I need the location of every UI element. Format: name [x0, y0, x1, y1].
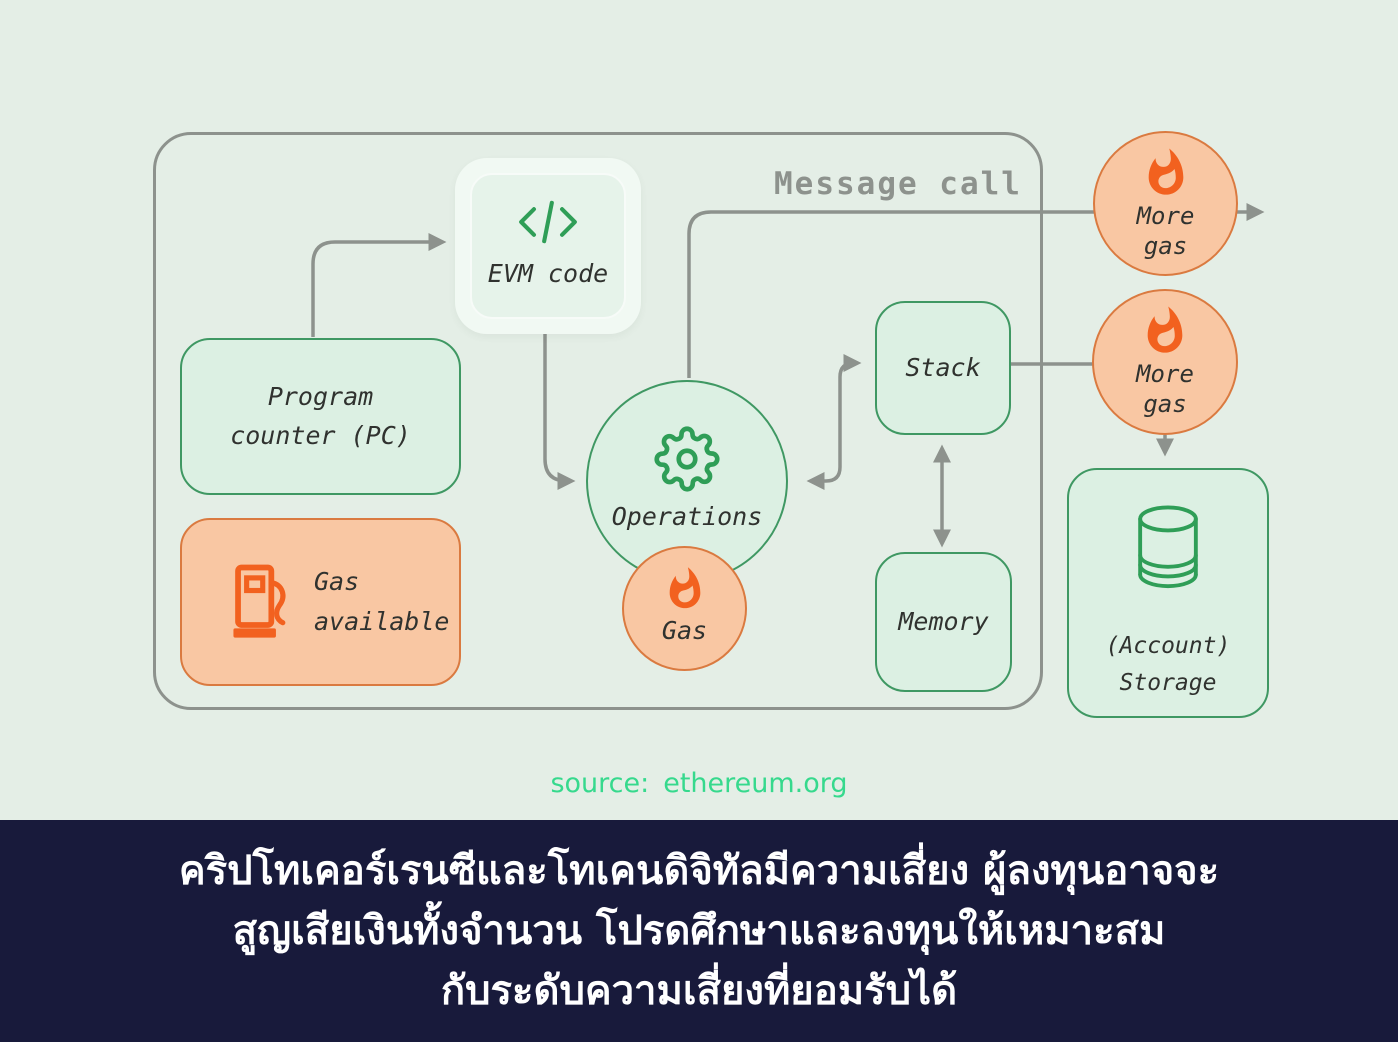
disclaimer-line-3: กับระดับความเสี่ยงที่ยอมรับได้ — [440, 968, 958, 1014]
memory-label: Memory — [898, 606, 989, 636]
disclaimer-line-2: สูญเสียเงินทั้งจำนวน โปรดศึกษาและลงทุนให… — [232, 908, 1166, 954]
more-gas-mid-label: More gas — [1136, 360, 1194, 418]
flame-icon — [1148, 147, 1183, 195]
memory-node: Memory — [875, 552, 1012, 692]
gas-available-node: Gas available — [180, 518, 461, 686]
source-caption: source: ethereum.org — [0, 768, 1398, 799]
gas-pump-icon — [233, 564, 286, 638]
evm-code-node: EVM code — [455, 158, 641, 334]
arrow-operations-stack-bidirectional — [806, 353, 862, 491]
flame-icon — [1147, 306, 1183, 353]
disclaimer-footer: คริปโทเคอร์เรนซีและโทเคนดิจิทัลมีความเสี… — [0, 820, 1398, 1042]
gas-pump-base — [233, 628, 276, 638]
database-icon — [1138, 505, 1198, 589]
program-counter-node: Program counter (PC) — [180, 338, 461, 495]
arrow-pc-to-evmcode — [311, 232, 447, 337]
message-call-container — [153, 132, 1043, 710]
gas-node: Gas — [622, 546, 747, 671]
account-storage-label: (Account) Storage — [1105, 633, 1231, 696]
account-storage-node: (Account) Storage — [1067, 468, 1269, 718]
more-gas-top-label: More gas — [1136, 201, 1195, 260]
code-icon — [519, 200, 577, 243]
source-site: ethereum.org — [663, 768, 848, 799]
program-counter-label: Program counter (PC) — [230, 381, 411, 450]
stack-node: Stack — [875, 301, 1011, 435]
gear-icon — [654, 426, 720, 492]
evm-code-label: EVM code — [487, 258, 609, 288]
more-gas-top-node: More gas — [1093, 131, 1238, 276]
more-gas-mid-node: More gas — [1092, 289, 1238, 435]
operations-label: Operations — [611, 501, 763, 531]
arrow-evmcode-to-operations — [543, 334, 576, 491]
arrow-operations-to-moregas-exit — [687, 202, 1265, 378]
gas-label: Gas — [661, 616, 708, 646]
gas-available-label: Gas available — [314, 567, 450, 636]
flame-icon — [669, 567, 700, 609]
disclaimer-line-1: คริปโทเคอร์เรนซีและโทเคนดิจิทัลมีความเสี… — [178, 848, 1220, 894]
source-label: source: — [550, 768, 650, 799]
message-call-label: Message call — [774, 166, 1022, 202]
evm-code-inner-panel: EVM code — [470, 173, 626, 319]
stack-label: Stack — [905, 352, 981, 382]
